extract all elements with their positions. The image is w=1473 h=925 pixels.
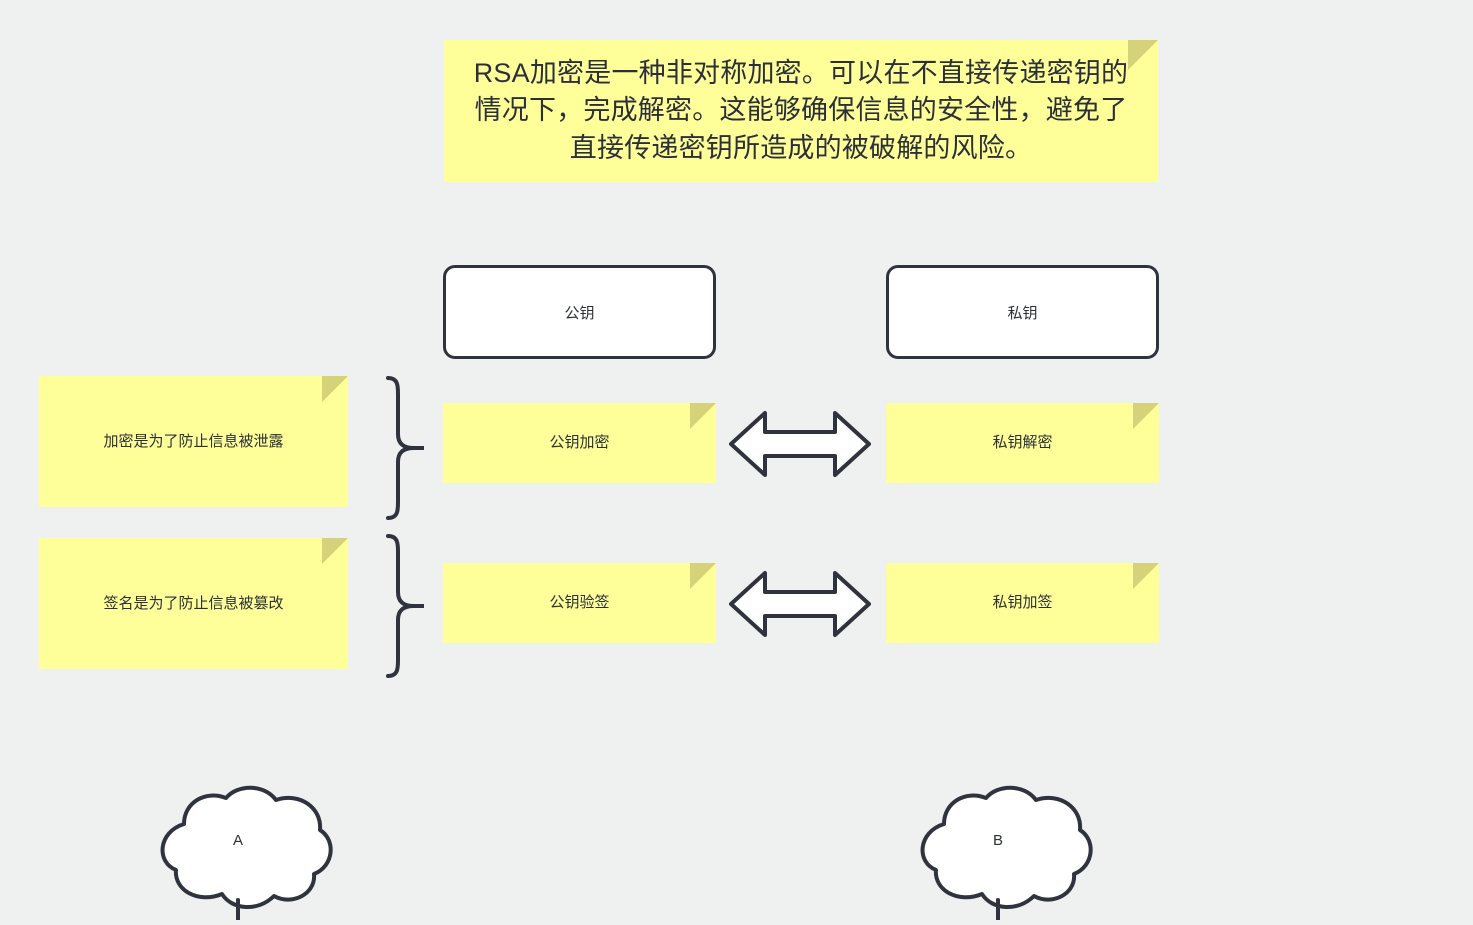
public-key-encrypt-note[interactable]: 公钥加密 — [443, 403, 716, 483]
private-key-decrypt-text: 私钥解密 — [992, 434, 1053, 452]
private-key-sign-text: 私钥加签 — [992, 594, 1053, 612]
cloud-shape-b-icon — [920, 785, 1093, 922]
note-fold-corner-icon — [1133, 403, 1159, 429]
encryption-double-arrow-icon — [729, 411, 871, 477]
intro-sticky-note[interactable]: RSA加密是一种非对称加密。可以在不直接传递密钥的情况下，完成解密。这能够确保信… — [444, 40, 1158, 182]
note-fold-corner-icon — [322, 376, 348, 402]
signing-group-brace-icon — [386, 534, 424, 678]
note-fold-corner-icon — [690, 403, 716, 429]
encryption-purpose-text: 加密是为了防止信息被泄露 — [103, 432, 284, 450]
encryption-purpose-note[interactable]: 加密是为了防止信息被泄露 — [39, 376, 348, 507]
note-fold-corner-icon — [1133, 563, 1159, 589]
public-key-label: 公钥 — [564, 304, 595, 322]
intro-note-text: RSA加密是一种非对称加密。可以在不直接传递密钥的情况下，完成解密。这能够确保信… — [473, 58, 1129, 163]
note-fold-corner-icon — [1128, 40, 1158, 70]
cloud-node-b[interactable]: B — [900, 782, 1096, 925]
private-key-label: 私钥 — [1007, 304, 1038, 322]
cloud-node-a[interactable]: A — [140, 782, 336, 925]
public-key-verify-text: 公钥验签 — [549, 594, 610, 612]
signing-double-arrow-icon — [729, 571, 871, 637]
public-key-verify-note[interactable]: 公钥验签 — [443, 563, 716, 643]
signing-purpose-note[interactable]: 签名是为了防止信息被篡改 — [39, 538, 348, 669]
signing-purpose-text: 签名是为了防止信息被篡改 — [103, 594, 284, 612]
encryption-group-brace-icon — [386, 376, 424, 520]
private-key-sign-note[interactable]: 私钥加签 — [886, 563, 1159, 643]
note-fold-corner-icon — [322, 538, 348, 564]
public-key-box[interactable]: 公钥 — [443, 265, 716, 359]
private-key-decrypt-note[interactable]: 私钥解密 — [886, 403, 1159, 483]
public-key-encrypt-text: 公钥加密 — [549, 434, 610, 452]
cloud-shape-a-icon — [160, 785, 333, 922]
private-key-box[interactable]: 私钥 — [886, 265, 1159, 359]
note-fold-corner-icon — [690, 563, 716, 589]
